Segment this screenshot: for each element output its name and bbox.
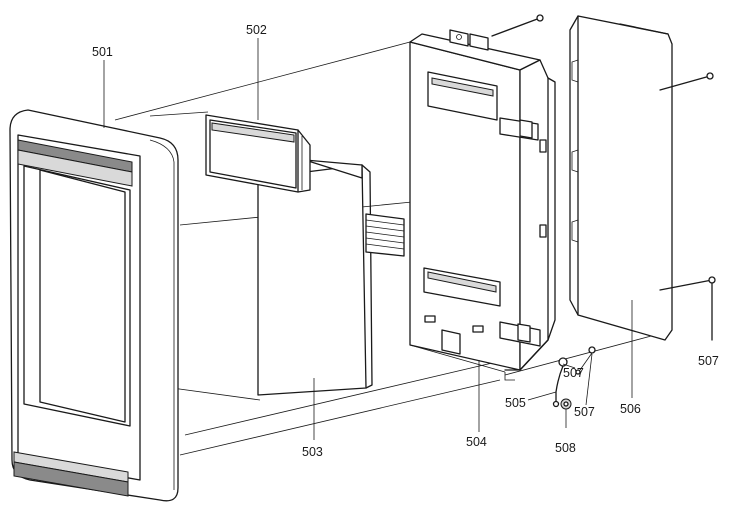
callout-505: 505 [505,396,526,410]
callout-503: 503 [302,445,323,459]
circuit-board-part-503 [257,159,405,396]
callout-labels: 501 502 503 504 505 506 507 507 507 508 [92,23,719,459]
bracket-part-504 [409,29,556,381]
ribbon-cable [365,213,405,257]
screw-right-lower-507 [708,276,716,341]
door-panel-part-501 [9,109,179,502]
frame-part-502 [205,114,311,193]
callout-504: 504 [466,435,487,449]
ground-wire-505 [552,357,568,408]
callout-507-b: 507 [574,405,595,419]
callout-502: 502 [246,23,267,37]
cover-panel-part-506 [569,15,713,341]
callout-501: 501 [92,45,113,59]
callout-507-c: 507 [698,354,719,368]
leader-lines [103,38,633,440]
callout-506: 506 [620,402,641,416]
hardware [491,14,716,428]
callout-508: 508 [555,441,576,455]
nut-508 [560,398,572,428]
screw-right-upper-507 [706,72,714,80]
screw-top-507 [491,14,544,37]
washer-507 [575,346,596,375]
callout-507-a: 507 [563,366,584,380]
